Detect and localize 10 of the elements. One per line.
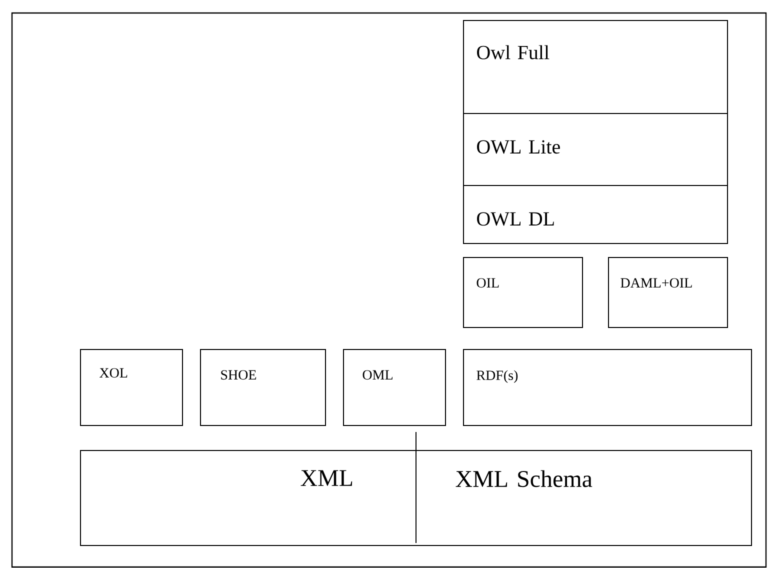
layer-box: XOL bbox=[80, 349, 183, 426]
layer-box: OIL bbox=[463, 257, 583, 328]
layer-box: OWL Lite bbox=[463, 113, 728, 186]
layer-box: DAML+OIL bbox=[608, 257, 728, 328]
layer-box: XML XML Schema bbox=[80, 432, 752, 546]
layer-box: RDF(s) bbox=[463, 349, 752, 426]
layer-box: OML bbox=[343, 349, 446, 426]
layer-box: OWL DL bbox=[463, 185, 728, 244]
layer-box: SHOE bbox=[200, 349, 326, 426]
layer-box: Owl Full bbox=[463, 20, 728, 114]
